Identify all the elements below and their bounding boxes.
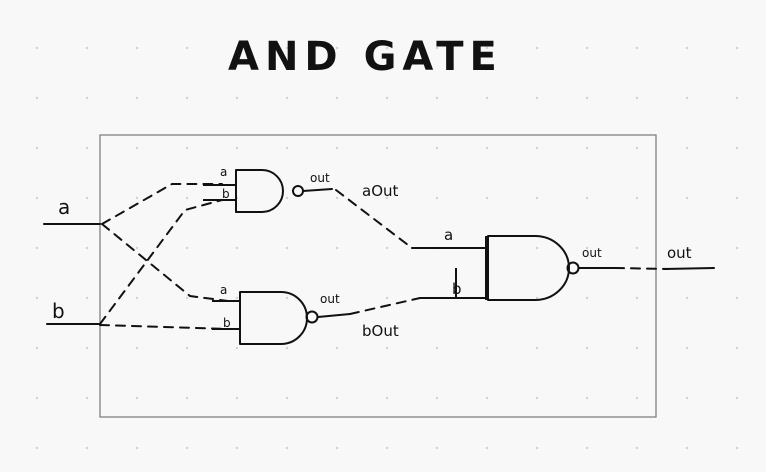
bottom-gate-input-b-label: b [223, 316, 231, 330]
top-gate-output-wire [302, 188, 333, 192]
diagram-title: AND GATE [228, 34, 503, 80]
top-gate-input-b-label: b [222, 187, 230, 201]
input-a-label: a [58, 195, 70, 219]
bottom-gate-output-wire [317, 313, 351, 318]
top-gate-output-label: out [310, 171, 330, 185]
bottom-gate-output-label: out [320, 292, 340, 306]
circuit-frame [99, 134, 657, 418]
final-gate-input-b-label: b [452, 280, 462, 298]
wire-bout-to-final-gate [349, 297, 421, 315]
input-b-label: b [52, 299, 65, 323]
output-label: out [667, 244, 692, 262]
b-out-label: bOut [362, 322, 399, 340]
wire-b-to-top-gate-b [99, 199, 223, 325]
wire-a-to-bottom-gate-a [101, 223, 229, 302]
final-gate-input-a-label: a [444, 226, 453, 244]
wire-b-to-bottom-gate-b [99, 324, 229, 330]
nand-gate-bottom [212, 291, 319, 345]
top-gate-input-a-label: a [220, 165, 227, 179]
final-gate-output-label: out [582, 246, 602, 260]
a-out-label: aOut [362, 182, 399, 200]
nand-gate-final [455, 235, 580, 301]
bottom-gate-input-a-label: a [220, 283, 227, 297]
output-wire [663, 267, 715, 270]
wire-final-to-output [614, 267, 669, 270]
wire-aout-to-final-gate [335, 189, 413, 249]
